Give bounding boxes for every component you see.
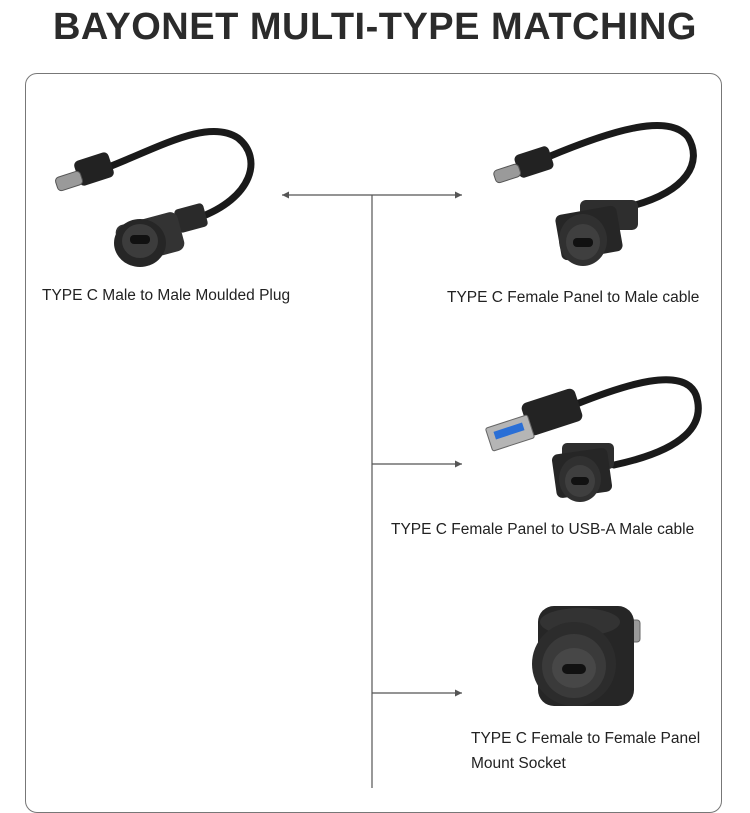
connector-lines [282,191,462,788]
page-title: BAYONET MULTI-TYPE MATCHING [52,6,697,48]
moulded-plug-image [55,127,255,267]
caption-female-panel-male: TYPE C Female Panel to Male cable [447,289,700,306]
caption-panel-socket-line1: TYPE C Female to Female Panel [471,730,701,747]
panel-mount-socket-image [532,606,641,706]
female-panel-usba-cable-image [485,376,702,502]
caption-moulded-plug: TYPE C Male to Male Moulded Plug [42,287,291,304]
caption-panel-socket-line2: Mount Socket [471,755,566,772]
female-panel-male-cable-image [493,122,697,266]
caption-female-panel-usba: TYPE C Female Panel to USB-A Male cable [391,521,695,538]
